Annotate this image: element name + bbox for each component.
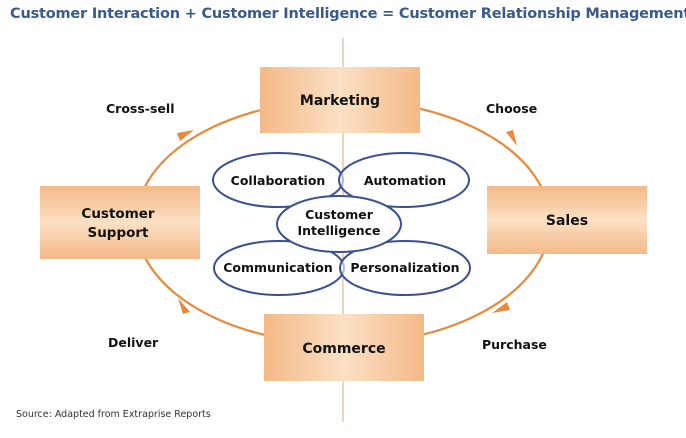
personalization-label: Personalization [350,260,459,275]
automation-oval [338,152,470,208]
automation-label: Automation [364,173,446,188]
source-note: Source: Adapted from Extraprise Reports [16,409,211,420]
marketing-box: Marketing [260,67,420,133]
customer-intelligence-oval [276,195,402,253]
cross-sell-label: Cross-sell [106,101,174,116]
arrow-cross-sell-icon [177,130,194,141]
choose-label: Choose [486,101,537,116]
customer-support-label-line2: Support [87,225,149,241]
diagram-title: Customer Interaction + Customer Intellig… [10,6,686,22]
collaboration-label: Collaboration [231,173,326,188]
sales-label: Sales [546,213,588,229]
customer-intelligence-label-line2: Intelligence [297,223,380,238]
customer-support-label-line1: Customer [81,206,155,222]
arrow-purchase-icon [492,302,510,313]
customer-support-box: Customer Support [40,186,200,259]
arrow-deliver-icon [178,298,190,314]
marketing-label: Marketing [300,93,380,109]
communication-label: Communication [223,260,333,275]
commerce-label: Commerce [302,341,385,357]
commerce-box: Commerce [264,314,424,381]
deliver-label: Deliver [108,335,159,350]
sales-box: Sales [487,186,647,254]
customer-intelligence-label-line1: Customer [305,207,374,222]
personalization-oval [339,240,471,296]
purchase-label: Purchase [482,337,547,352]
arrow-choose-icon [506,130,517,146]
